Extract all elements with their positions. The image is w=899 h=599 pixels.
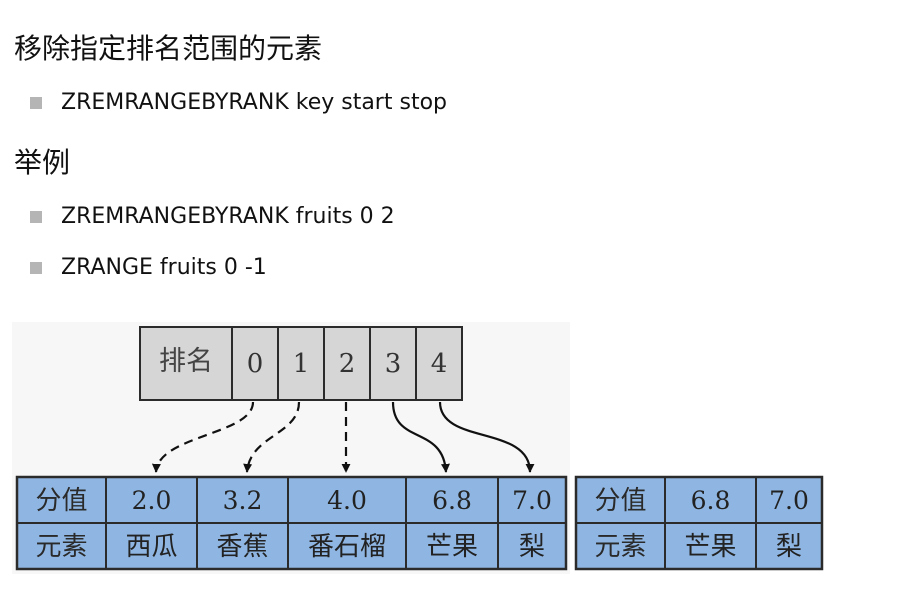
member-value: 梨 [519,532,545,562]
bullet-square-icon [30,97,42,109]
member-value: 香蕉 [216,532,268,562]
rank-cell [369,326,417,401]
example-list-item: ZRANGE fruits 0 -1 [30,252,267,284]
arrow-rank-4 [438,401,535,473]
member-value: 西瓜 [125,532,177,562]
member-cell [405,522,499,570]
member-value: 梨 [776,532,802,562]
arrow-rank-0 [151,401,255,473]
arrow-rank-1 [243,401,301,473]
rank-value: 3 [385,349,402,379]
rank-arrows [151,401,535,473]
table-border [574,475,824,571]
member-value: 芒果 [426,532,478,562]
member-row-label: 元素 [594,532,646,562]
bullet-square-icon [30,211,42,223]
score-value: 7.0 [512,486,552,515]
score-row-label: 分值 [35,486,87,516]
rank-cell [277,326,325,401]
score-value: 4.0 [327,486,367,515]
member-value: 番石榴 [308,532,386,562]
table-border [15,475,568,571]
rank-value: 4 [431,349,448,379]
rank-header-cell [139,326,233,401]
rank-value: 1 [293,349,310,379]
member-cell [287,522,407,570]
example-title: 举例 [14,146,71,179]
score-value: 7.0 [769,486,809,515]
rank-cell [415,326,463,401]
syntax-text: ZREMRANGEBYRANK key start stop [61,90,447,115]
member-value: 芒果 [684,532,736,562]
rank-cell [231,326,279,401]
score-value: 2.0 [132,486,172,515]
member-row-label: 元素 [35,532,87,562]
score-value: 3.2 [223,486,263,515]
rank-value: 0 [247,349,264,379]
bullet-square-icon [30,262,42,274]
example-list-item: ZREMRANGEBYRANK fruits 0 2 [30,201,395,233]
arrow-rank-3 [391,401,450,473]
score-value: 6.8 [691,486,731,515]
rank-header-label: 排名 [159,346,213,377]
score-row-label: 分值 [594,486,646,516]
example-command-text: ZRANGE fruits 0 -1 [61,255,267,280]
score-cell [287,476,407,524]
example-command-text: ZREMRANGEBYRANK fruits 0 2 [61,204,395,229]
score-value: 6.8 [432,486,472,515]
rank-cell [323,326,371,401]
section-title: 移除指定排名范围的元素 [14,32,323,65]
rank-table: 排名 [139,326,233,401]
syntax-list-item: ZREMRANGEBYRANK key start stop [30,87,447,119]
rank-value: 2 [339,349,356,379]
